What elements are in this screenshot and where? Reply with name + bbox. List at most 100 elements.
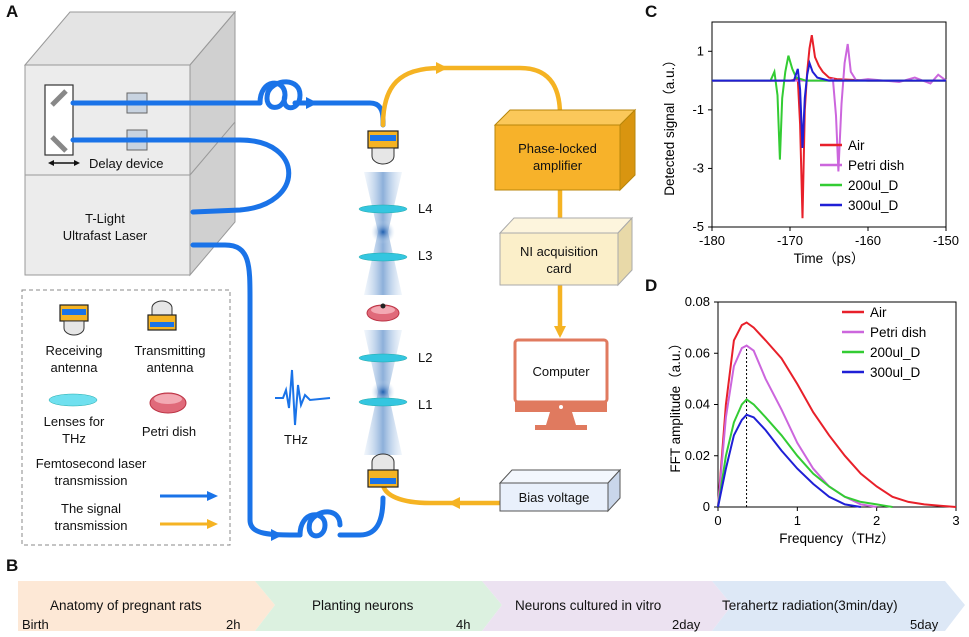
laser-label-line2: Ultrafast Laser [62, 228, 148, 243]
chart-c-legend-label: 300ul_D [848, 198, 899, 213]
legend-receiving-line2: antenna [50, 360, 98, 375]
timeline-step-1-start: Birth [22, 617, 49, 632]
timeline-step-2-end: 4h [456, 617, 471, 632]
legend-transmitting-label: Transmitting antenna [118, 342, 222, 376]
chart-d-xtick-label: 2 [873, 513, 880, 528]
timeline-step-2-label: Planting neurons [312, 598, 414, 613]
legend-lenses-line2: THz [62, 431, 86, 446]
chart-d-ytick-label: 0.04 [685, 397, 710, 412]
computer-label: Computer [532, 364, 590, 379]
panel-c-letter: C [645, 2, 658, 21]
lens-l4 [358, 204, 408, 214]
ni-label-line2: card [546, 261, 572, 276]
legend-signal-label: The signal transmission [26, 500, 156, 534]
legend-lenses-line1: Lenses for [43, 414, 105, 429]
chart-d-ytick-label: 0.02 [685, 448, 710, 463]
chart-c-ytick-label: -3 [692, 160, 704, 175]
chart-c-legend-label: Petri dish [848, 158, 904, 173]
timeline-step-1-end: 2h [226, 617, 241, 632]
chart-d-xtick-label: 0 [714, 513, 721, 528]
timeline-arrow-1 [18, 581, 275, 631]
legend-box [21, 289, 231, 546]
chart-d-xtick-label: 3 [952, 513, 959, 528]
laser-label: T-Light Ultrafast Laser [45, 210, 165, 244]
timeline-step-3-end: 2day [672, 617, 701, 632]
chart-c-ylabel: Detected signal（a.u.） [662, 53, 677, 196]
ni-card-box [498, 216, 634, 287]
transmitting-antenna [367, 453, 399, 488]
timeline-step-4-label: Terahertz radiation(3min/day) [722, 598, 898, 613]
receiving-antenna [367, 130, 399, 165]
computer-icon [513, 338, 609, 430]
legend-femto-line1: Femtosecond laser [35, 456, 147, 471]
thz-label: THz [284, 432, 308, 447]
lens-label-l3: L3 [418, 248, 433, 263]
timeline-step-4-end: 5day [910, 617, 939, 632]
lens-label-l1: L1 [418, 397, 433, 412]
chart-d-series-4 [717, 413, 861, 508]
amplifier-label: Phase-locked amplifier [495, 140, 620, 174]
amplifier-label-line1: Phase-locked [518, 141, 597, 156]
amplifier-label-line2: amplifier [532, 158, 583, 173]
panel-d-letter: D [645, 276, 658, 295]
chart-c-xtick-label: -170 [777, 233, 803, 248]
chart-d-ylabel: FFT amplitude（a.u.） [668, 336, 683, 472]
chart-d-series-2 [717, 344, 877, 508]
legend-transmitting-line1: Transmitting [134, 343, 206, 358]
thz-pulse-icon [275, 369, 331, 426]
chart-d-ytick-label: 0.08 [685, 294, 710, 309]
timeline-arrow-2 [255, 581, 502, 631]
legend-signal-line2: transmission [54, 518, 128, 533]
chart-d-series-1 [717, 321, 957, 508]
legend-lenses-label: Lenses for THz [30, 413, 118, 447]
chart-c-xlabel: Time（ps） [794, 251, 865, 266]
legend-femto-label: Femtosecond laser transmission [26, 455, 156, 489]
chart-c-frame [711, 21, 947, 228]
timeline-arrows [18, 581, 965, 631]
chart-d-legend-label: Air [870, 305, 887, 320]
legend-transmitting-icon [147, 300, 177, 331]
timeline-step-3-label: Neurons cultured in vitro [515, 598, 662, 613]
chart-d-ytick-label: 0.06 [685, 345, 710, 360]
bias-box [498, 468, 622, 513]
chart-d-legend-label: Petri dish [870, 325, 926, 340]
chart-c-series-2 [712, 43, 947, 172]
delay-device-label: Delay device [89, 156, 164, 171]
chart-c-series-4 [712, 59, 946, 148]
chart-c-legend-label: Air [848, 138, 865, 153]
legend-receiving-label: Receiving antenna [30, 342, 118, 376]
chart-c-ytick-label: -1 [692, 102, 704, 117]
legend-transmitting-line2: antenna [146, 360, 194, 375]
laser-label-line1: T-Light [85, 211, 125, 226]
timeline-arrow-4 [712, 581, 965, 631]
legend-receiving-line1: Receiving [45, 343, 103, 358]
panel-b-letter: B [6, 556, 19, 575]
chart-c-xtick-label: -160 [855, 233, 881, 248]
lens-l2 [358, 353, 408, 363]
sample-petri-dish [366, 303, 400, 322]
legend-femto-line2: transmission [54, 473, 128, 488]
legend-petri-label: Petri dish [141, 424, 197, 439]
bias-label: Bias voltage [518, 490, 590, 505]
legend-receiving-icon [59, 304, 89, 336]
chart-c-ytick-label: 1 [697, 43, 704, 58]
chart-d-xlabel: Frequency（THz） [779, 531, 895, 546]
panel-a-letter: A [6, 2, 19, 21]
ni-label-line1: NI acquisition [519, 244, 599, 259]
lens-label-l4: L4 [418, 201, 433, 216]
chart-d-legend-label: 200ul_D [870, 345, 921, 360]
chart-c-ytick-label: -5 [692, 219, 704, 234]
chart-d-xtick-label: 1 [794, 513, 801, 528]
chart-c-series-1 [712, 35, 946, 219]
chart-c-xtick-label: -180 [699, 233, 725, 248]
chart-c-xtick-label: -150 [933, 233, 959, 248]
legend-lens-icon [48, 393, 98, 407]
legend-signal-line1: The signal [61, 501, 121, 516]
lens-l1 [358, 397, 408, 407]
timeline-step-1-label: Anatomy of pregnant rats [50, 598, 202, 613]
lens-label-l2: L2 [418, 350, 433, 365]
chart-d-legend-label: 300ul_D [870, 365, 921, 380]
amplifier-box [493, 108, 637, 192]
lens-l3 [358, 252, 408, 262]
